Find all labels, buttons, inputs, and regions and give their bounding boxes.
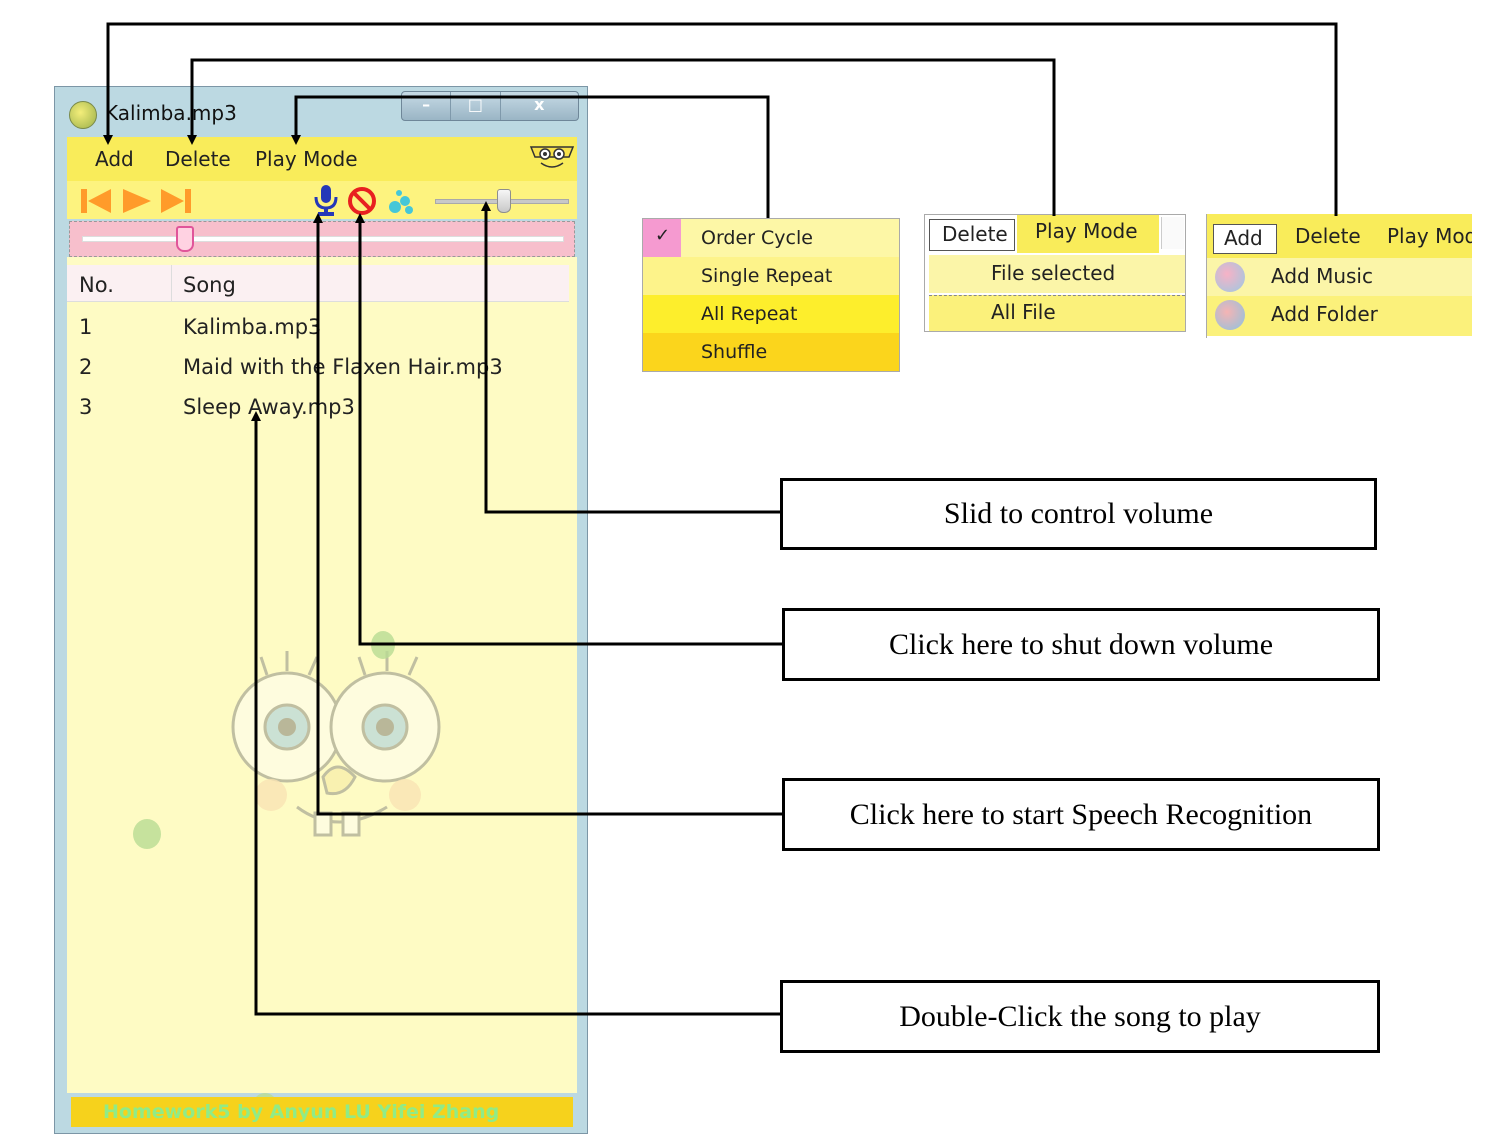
menu-bar: Add Delete Play Mod (1207, 214, 1472, 258)
column-header-no[interactable]: No. (79, 273, 114, 297)
play-icon[interactable] (119, 187, 153, 215)
menu-item-label: Single Repeat (701, 265, 833, 287)
footer-bar: Homework5 by Anyun LU Yifei Zhang (71, 1097, 573, 1127)
maximize-button[interactable]: □ (451, 92, 501, 120)
menu-label: Play Mode (1035, 219, 1138, 243)
player-window: Kalimba.mp3 – □ x Add Delete Play Mode (54, 86, 588, 1134)
menu-bar-overflow (1161, 217, 1184, 249)
row-number: 3 (79, 395, 93, 419)
row-song: Kalimba.mp3 (183, 315, 322, 339)
menu-item-label: Shuffle (701, 341, 768, 363)
menu-item-shuffle[interactable]: Shuffle (643, 333, 899, 371)
menu-bar: Add Delete Play Mode (67, 137, 577, 181)
close-button[interactable]: x (534, 95, 545, 114)
connector-play (251, 411, 780, 1016)
row-song: Sleep Away.mp3 (183, 395, 355, 419)
add-menu: Add Delete Play Mod Add Music Add Folder (1206, 214, 1472, 338)
menu-item-label: Order Cycle (701, 227, 813, 249)
window-title: Kalimba.mp3 (105, 101, 237, 125)
volume-slider-thumb[interactable] (497, 189, 512, 213)
play-mode-menu: ✓ Order Cycle Single Repeat All Repeat S… (642, 218, 900, 372)
menu-play-mode[interactable]: Play Mode (255, 147, 358, 171)
drops-icon (389, 190, 413, 214)
delete-menu: Delete Play Mode File selected All File (924, 214, 1186, 332)
row-number: 1 (79, 315, 93, 339)
control-toolbar (67, 181, 577, 219)
menu-item-all-repeat[interactable]: All Repeat (643, 295, 899, 333)
connector-volume (481, 201, 780, 514)
row-number: 2 (79, 355, 93, 379)
playlist: No. Song 1 Kalimba.mp3 2 Maid with the F… (67, 257, 577, 1117)
menu-delete[interactable]: Delete (1295, 224, 1361, 248)
connector-play-mode (291, 95, 770, 218)
prev-icon[interactable] (79, 187, 113, 215)
menu-label: Delete (942, 222, 1008, 246)
menu-item-label: Add Music (1271, 264, 1373, 288)
playlist-row[interactable]: 3 Sleep Away.mp3 (67, 395, 569, 435)
playlist-row[interactable]: 1 Kalimba.mp3 (67, 315, 569, 355)
app-icon (69, 101, 97, 129)
column-divider (171, 265, 172, 301)
next-icon[interactable] (159, 187, 193, 215)
menu-play-mode[interactable]: Play Mod (1387, 224, 1472, 248)
menu-play-mode[interactable]: Play Mode (1017, 215, 1159, 253)
connector-speech (313, 213, 782, 816)
menu-delete[interactable]: Delete (929, 219, 1015, 251)
progress-track[interactable] (82, 236, 564, 242)
menu-item-add-music[interactable]: Add Music (1207, 258, 1472, 296)
callout-volume: Slid to control volume (780, 478, 1377, 550)
microphone-icon[interactable] (311, 183, 341, 217)
logo-icon (529, 146, 575, 168)
menu-item-label: All File (991, 300, 1056, 324)
menu-item-order-cycle[interactable]: ✓ Order Cycle (643, 219, 899, 257)
menu-item-label: Add Folder (1271, 302, 1378, 326)
progress-thumb[interactable] (176, 226, 194, 252)
music-icon (1215, 262, 1245, 292)
menu-delete[interactable]: Delete (165, 147, 231, 171)
connector-add (103, 22, 1338, 216)
menu-add[interactable]: Add (95, 147, 134, 171)
menu-add[interactable]: Add (1213, 224, 1277, 254)
row-song: Maid with the Flaxen Hair.mp3 (183, 355, 503, 379)
callout-mute: Click here to shut down volume (782, 608, 1380, 681)
background-artwork (227, 637, 487, 897)
menu-item-all-file[interactable]: All File (929, 295, 1185, 331)
minimize-button[interactable]: – (402, 92, 452, 120)
footer-credit: Homework5 by Anyun LU Yifei Zhang (103, 1101, 500, 1123)
column-header-song[interactable]: Song (183, 273, 236, 297)
menu-item-file-selected[interactable]: File selected (929, 255, 1185, 293)
check-icon: ✓ (643, 219, 681, 257)
background-spot (133, 819, 161, 849)
callout-play: Double-Click the song to play (780, 980, 1380, 1053)
progress-bar (69, 221, 575, 257)
connector-delete (187, 58, 1056, 216)
menu-item-label: File selected (991, 261, 1116, 285)
menu-item-label: All Repeat (701, 303, 798, 325)
connector-mute (355, 213, 782, 646)
menu-item-single-repeat[interactable]: Single Repeat (643, 257, 899, 295)
menu-item-add-folder[interactable]: Add Folder (1207, 296, 1472, 336)
menu-label: Add (1224, 226, 1263, 250)
callout-speech: Click here to start Speech Recognition (782, 778, 1380, 851)
folder-icon (1215, 300, 1245, 330)
playlist-row[interactable]: 2 Maid with the Flaxen Hair.mp3 (67, 355, 569, 395)
